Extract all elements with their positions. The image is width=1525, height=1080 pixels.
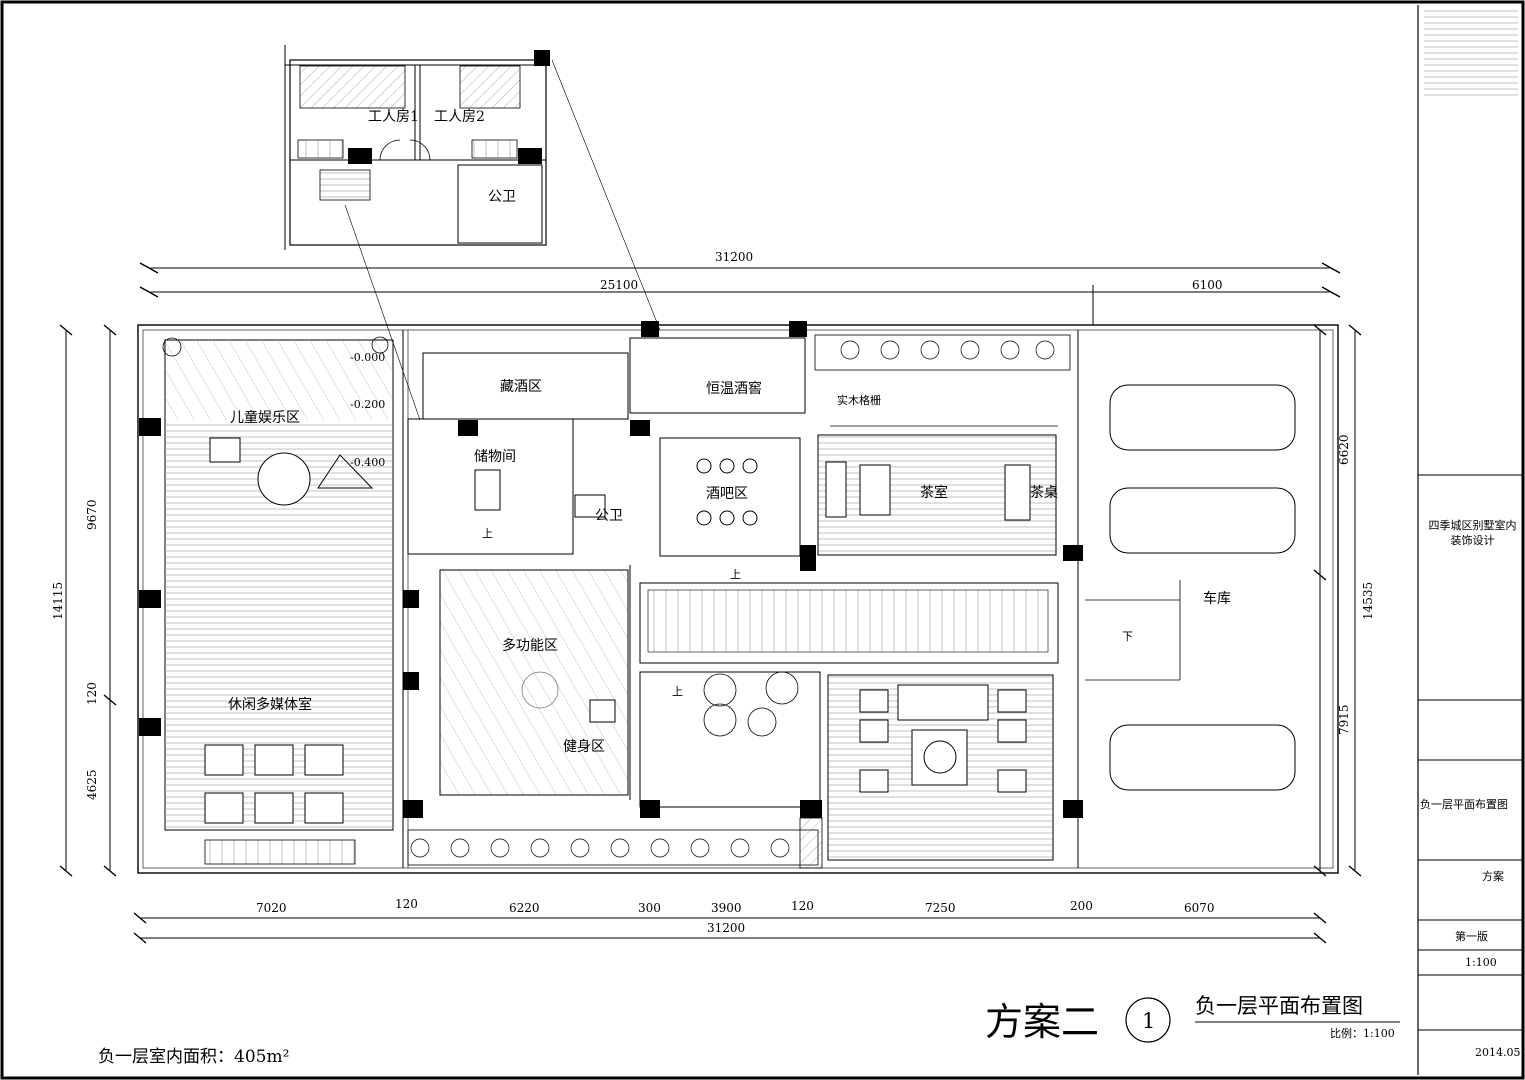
top-dimensions: 31200 25100 6100 — [139, 250, 1341, 325]
stair-up-3: 上 — [672, 685, 683, 698]
dim-top-left: 25100 — [600, 278, 638, 292]
project-name: 四季城区别墅室内装饰设计 — [1428, 519, 1517, 547]
bottom-dimensions: 7020 120 6220 300 3900 120 7250 200 6070… — [133, 897, 1327, 944]
room-label-tea-room: 茶室 — [920, 484, 948, 501]
sheet-version: 第一版 — [1455, 929, 1488, 943]
dim-left-total: 14115 — [51, 582, 65, 620]
room-label-bar: 酒吧区 — [706, 486, 748, 502]
dim-bottom-7: 7250 — [925, 901, 956, 915]
sheet-scale: 1:100 — [1465, 956, 1497, 969]
right-dimensions: 14535 6620 7915 — [1313, 324, 1375, 877]
drawing-scale: 比例：1:100 — [1330, 1026, 1395, 1040]
level-1: -0.000 — [350, 351, 385, 364]
dim-right-total: 14535 — [1361, 582, 1375, 620]
dim-bottom-3: 6220 — [509, 901, 540, 915]
upper-inset-plan: 工人房1 工人房2 公卫 — [284, 45, 661, 421]
scheme-title: 方案二 — [985, 1000, 1099, 1044]
sheet-date: 2014.05.22 — [1475, 1046, 1525, 1059]
dim-right-1: 6620 — [1337, 434, 1351, 465]
bar-seating — [696, 458, 758, 526]
stair-down: 下 — [1122, 630, 1133, 643]
room-label-kids: 儿童娱乐区 — [230, 409, 300, 426]
drawing-number: 1 — [1142, 1009, 1155, 1033]
room-label-worker-2: 工人房2 — [434, 109, 485, 125]
room-label-wine-cellar: 恒温酒窖 — [706, 380, 762, 397]
label-wood-grille: 实木格栅 — [837, 393, 881, 407]
title-block: 四季城区别墅室内装饰设计 负一层平面布置图 方案 第一版 1:100 2014.… — [1417, 5, 1525, 1075]
room-label-wine-storage: 藏酒区 — [500, 379, 542, 395]
stair-up-2: 上 — [730, 568, 741, 581]
drawing-caption: 方案二 1 负一层平面布置图 比例：1:100 负一层室内面积：405m² — [98, 994, 1400, 1067]
lounge — [827, 674, 1054, 861]
room-label-garage: 车库 — [1203, 590, 1231, 607]
room-label-gym: 健身区 — [563, 739, 605, 755]
room-label-storage: 储物间 — [474, 449, 516, 465]
room-label-worker-1: 工人房1 — [368, 109, 419, 125]
left-wing: 儿童娱乐区 休闲多媒体室 -0.000 -0.200 -0.400 — [162, 336, 394, 865]
dim-left-2: 120 — [85, 682, 99, 705]
drawing-name: 负一层平面布置图 — [1195, 994, 1363, 1018]
room-label-wc: 公卫 — [595, 508, 623, 524]
dim-left-1: 9670 — [85, 499, 99, 530]
dim-bottom-1: 7020 — [256, 901, 287, 915]
dim-right-2: 7915 — [1337, 704, 1351, 735]
room-label-tea-table: 茶桌 — [1030, 485, 1058, 501]
dim-bottom-8: 200 — [1070, 899, 1093, 913]
garage: 车库 下 — [1077, 330, 1296, 868]
room-label-upper-wc: 公卫 — [488, 189, 516, 205]
dim-bottom-9: 6070 — [1184, 901, 1215, 915]
room-label-multi-function: 多功能区 — [502, 637, 558, 654]
dim-top-right: 6100 — [1192, 278, 1223, 292]
dim-bottom-5: 3900 — [711, 901, 742, 915]
stair-up-1: 上 — [482, 527, 493, 540]
tea-room: 茶室 茶桌 实木格栅 — [817, 393, 1058, 556]
dim-top-total: 31200 — [715, 250, 753, 264]
structural-columns — [139, 321, 1083, 818]
indoor-area: 负一层室内面积：405m² — [98, 1047, 289, 1067]
dim-bottom-total: 31200 — [707, 921, 745, 935]
dim-left-3: 4625 — [85, 769, 99, 800]
left-dimensions: 14115 9670 120 4625 — [51, 324, 117, 877]
level-2: -0.200 — [350, 398, 385, 411]
dim-bottom-6: 120 — [791, 899, 814, 913]
sheet-name: 负一层平面布置图 — [1420, 797, 1508, 811]
level-3: -0.400 — [350, 456, 385, 469]
dim-bottom-2: 120 — [395, 897, 418, 911]
sheet-stage: 方案 — [1482, 869, 1504, 883]
sofa-row — [204, 744, 344, 824]
dim-bottom-4: 300 — [638, 901, 661, 915]
room-label-leisure-media: 休闲多媒体室 — [228, 696, 312, 713]
center-rooms: 藏酒区 恒温酒窖 储物间 酒吧区 公卫 多功能区 健身区 上 上 上 — [402, 330, 1059, 868]
